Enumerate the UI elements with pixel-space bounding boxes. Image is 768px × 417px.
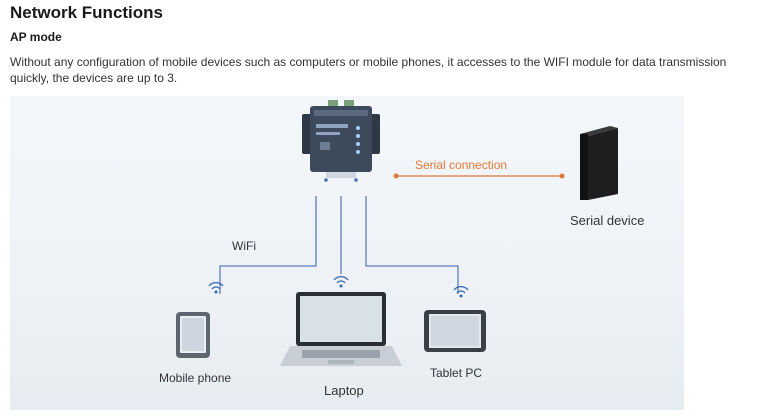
wifi-icon-tablet <box>453 286 469 298</box>
serial-connection-line <box>393 173 565 179</box>
serial-device-box <box>580 126 618 200</box>
laptop-device <box>280 292 402 366</box>
wifi-connection-lines <box>219 196 459 294</box>
serial-device-label: Serial device <box>570 213 645 228</box>
wifi-icon-laptop <box>333 276 349 288</box>
tablet-pc-device <box>424 310 486 352</box>
wifi-signal-icons <box>208 276 469 298</box>
tablet-pc-label: Tablet PC <box>430 366 483 380</box>
diagram-graphics <box>176 100 618 366</box>
network-diagram: Serial connection Serial device WiFi Mob… <box>10 96 684 410</box>
wifi-label: WiFi <box>232 239 256 253</box>
serial-connection-label: Serial connection <box>415 158 508 172</box>
page-title: Network Functions <box>10 3 164 22</box>
wifi-module-device <box>302 100 380 182</box>
wifi-icon-mobile <box>208 282 224 294</box>
wifi-line-mobile <box>219 196 317 294</box>
laptop-label: Laptop <box>324 383 364 398</box>
mobile-phone-device <box>176 312 210 358</box>
description-text: Without any configuration of mobile devi… <box>10 55 727 85</box>
mobile-phone-label: Mobile phone <box>159 371 232 385</box>
wifi-line-tablet <box>365 196 459 294</box>
section-subtitle: AP mode <box>10 30 62 44</box>
